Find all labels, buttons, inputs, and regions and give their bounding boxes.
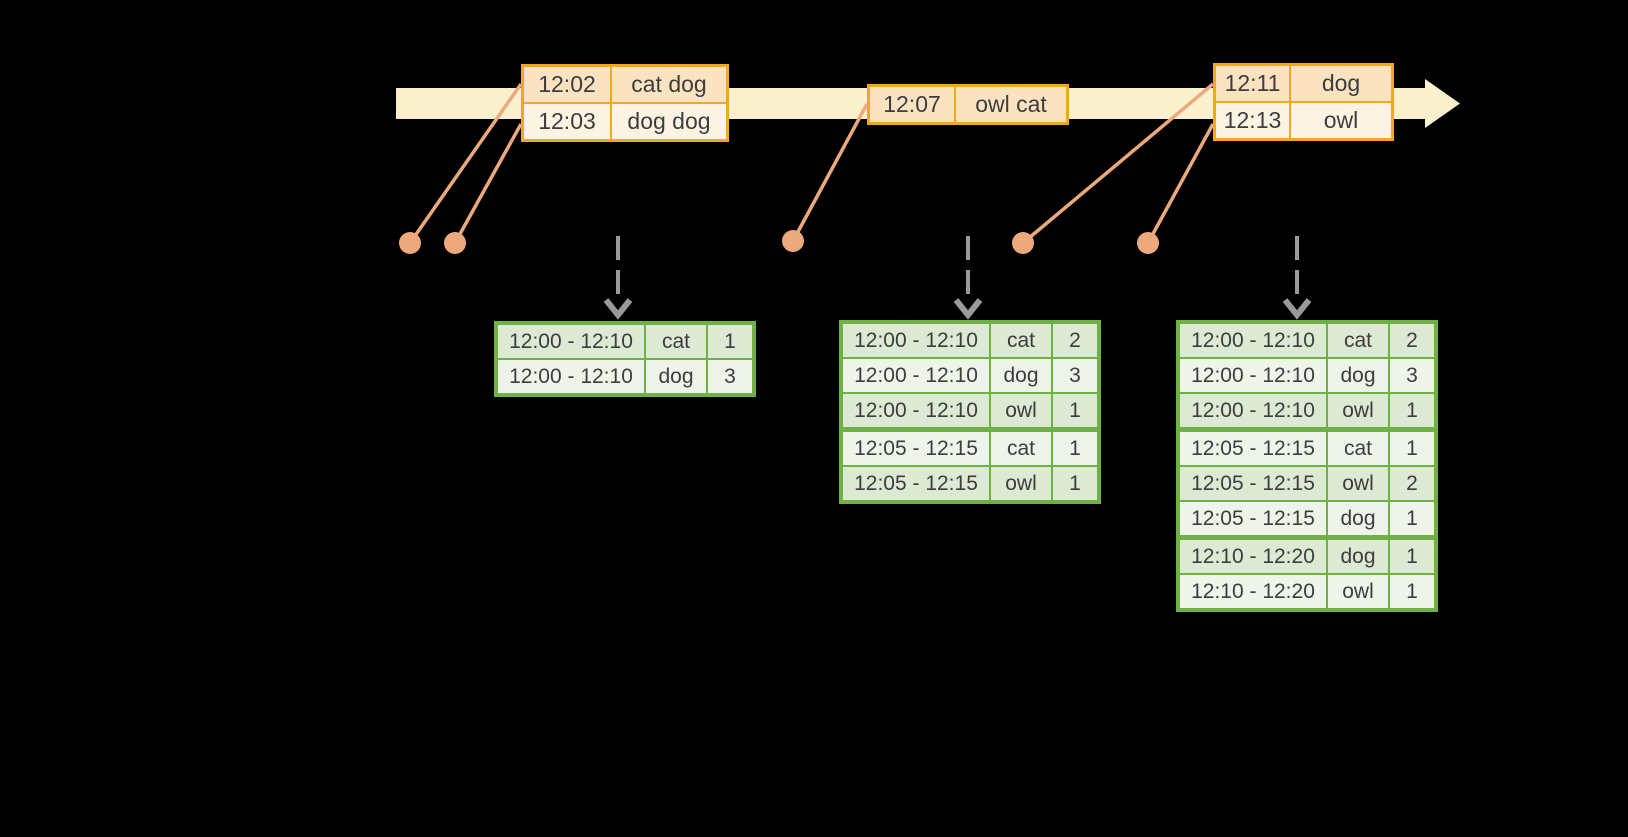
event-row-words: owl cat: [956, 87, 1066, 122]
connector-line: [1021, 82, 1215, 245]
result-row-count: 1: [1053, 432, 1097, 465]
result-row-word: owl: [1328, 394, 1388, 427]
result-row-word: cat: [1328, 432, 1388, 465]
result-row-window: 12:05 - 12:15: [843, 432, 989, 465]
result-row-window: 12:10 - 12:20: [1180, 575, 1326, 608]
result-row-count: 3: [1390, 359, 1434, 392]
event-row-time: 12:07: [870, 87, 954, 122]
result-row-window: 12:05 - 12:15: [1180, 432, 1326, 465]
result-row-window: 12:05 - 12:15: [1180, 502, 1326, 535]
result-row-window: 12:00 - 12:10: [843, 324, 989, 357]
result-row-count: 1: [1053, 467, 1097, 500]
event-row-time: 12:02: [524, 67, 610, 102]
result-row-word: cat: [1328, 324, 1388, 357]
connector-line: [791, 103, 869, 242]
result-row-window: 12:05 - 12:15: [843, 467, 989, 500]
result-row-window: 12:00 - 12:10: [1180, 359, 1326, 392]
event-marker-dot: [782, 230, 804, 252]
result-row-window: 12:00 - 12:10: [843, 359, 989, 392]
result-row-window: 12:00 - 12:10: [843, 394, 989, 427]
result-row-count: 1: [1053, 394, 1097, 427]
event-marker-dots: [399, 230, 1159, 254]
result-row-count: 1: [708, 325, 752, 358]
connector-line: [1146, 123, 1215, 244]
result-row-count: 3: [708, 360, 752, 393]
result-row-word: cat: [991, 324, 1051, 357]
result-row-word: dog: [1328, 359, 1388, 392]
event-row-words: cat dog: [612, 67, 726, 102]
result-row-window: 12:00 - 12:10: [498, 325, 644, 358]
result-row-word: owl: [1328, 467, 1388, 500]
result-row-word: owl: [991, 467, 1051, 500]
result-row-window: 12:05 - 12:15: [1180, 467, 1326, 500]
result-row-count: 2: [1053, 324, 1097, 357]
result-row-window: 12:00 - 12:10: [1180, 394, 1326, 427]
trigger-arrowhead-icon: [953, 298, 983, 320]
result-row-count: 1: [1390, 575, 1434, 608]
result-row-word: dog: [646, 360, 706, 393]
result-row-count: 1: [1390, 502, 1434, 535]
event-row-time: 12:03: [524, 104, 610, 139]
result-row-count: 3: [1053, 359, 1097, 392]
result-row-window: 12:10 - 12:20: [1180, 540, 1326, 573]
event-marker-dot: [444, 232, 466, 254]
event-row-words: dog: [1291, 66, 1391, 101]
result-row-word: dog: [1328, 540, 1388, 573]
result-row-count: 2: [1390, 467, 1434, 500]
event-marker-dot: [1012, 232, 1034, 254]
result-row-word: cat: [991, 432, 1051, 465]
connector-line: [408, 82, 523, 245]
result-row-word: dog: [1328, 502, 1388, 535]
event-row-time: 12:11: [1216, 66, 1289, 101]
result-row-count: 1: [1390, 540, 1434, 573]
event-row-time: 12:13: [1216, 103, 1289, 138]
result-row-word: owl: [1328, 575, 1388, 608]
result-row-window: 12:00 - 12:10: [1180, 324, 1326, 357]
result-row-word: owl: [991, 394, 1051, 427]
result-row-count: 1: [1390, 432, 1434, 465]
event-marker-dot: [399, 232, 421, 254]
result-row-word: cat: [646, 325, 706, 358]
trigger-arrows: [603, 236, 1312, 320]
result-row-window: 12:00 - 12:10: [498, 360, 644, 393]
event-row-words: owl: [1291, 103, 1391, 138]
trigger-arrowhead-icon: [1282, 298, 1312, 320]
result-row-count: 2: [1390, 324, 1434, 357]
connector-lines: [408, 82, 1215, 245]
result-row-count: 1: [1390, 394, 1434, 427]
event-marker-dot: [1137, 232, 1159, 254]
connector-line: [453, 123, 523, 244]
trigger-arrowhead-icon: [603, 298, 633, 320]
result-row-word: dog: [991, 359, 1051, 392]
event-row-words: dog dog: [612, 104, 726, 139]
timeline-arrowhead-icon: [1425, 79, 1460, 128]
